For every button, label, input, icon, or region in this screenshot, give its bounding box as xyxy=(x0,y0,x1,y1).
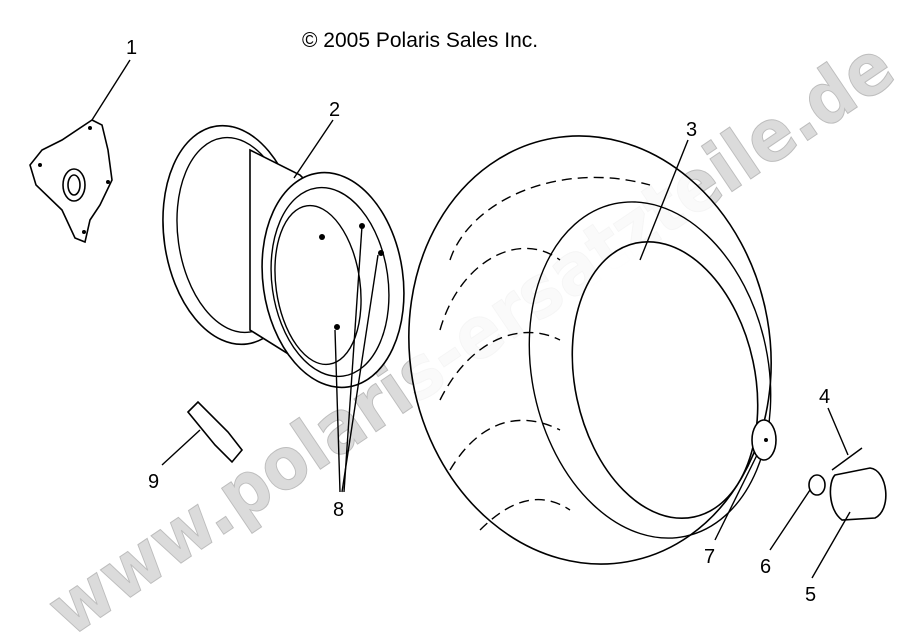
nut-part[interactable] xyxy=(808,474,826,496)
copyright-notice: © 2005 Polaris Sales Inc. xyxy=(302,29,538,52)
rim-part[interactable] xyxy=(149,117,417,397)
callout-7[interactable]: 7 xyxy=(704,546,715,568)
callout-5[interactable]: 5 xyxy=(805,584,816,606)
valve-stem-part[interactable] xyxy=(186,400,244,464)
callout-6[interactable]: 6 xyxy=(760,556,771,578)
tire-part[interactable] xyxy=(375,107,804,593)
callout-8[interactable]: 8 xyxy=(333,499,344,521)
callout-4[interactable]: 4 xyxy=(819,386,830,408)
callout-2[interactable]: 2 xyxy=(329,99,340,121)
hub-plate-part[interactable] xyxy=(29,119,113,244)
washer-part[interactable] xyxy=(751,419,777,461)
hub-cap-part[interactable] xyxy=(829,467,887,521)
cotter-pin-part[interactable] xyxy=(831,447,863,471)
callout-9[interactable]: 9 xyxy=(148,471,159,493)
leader-lines xyxy=(91,59,851,579)
callout-1[interactable]: 1 xyxy=(126,37,137,59)
callout-3[interactable]: 3 xyxy=(686,119,697,141)
